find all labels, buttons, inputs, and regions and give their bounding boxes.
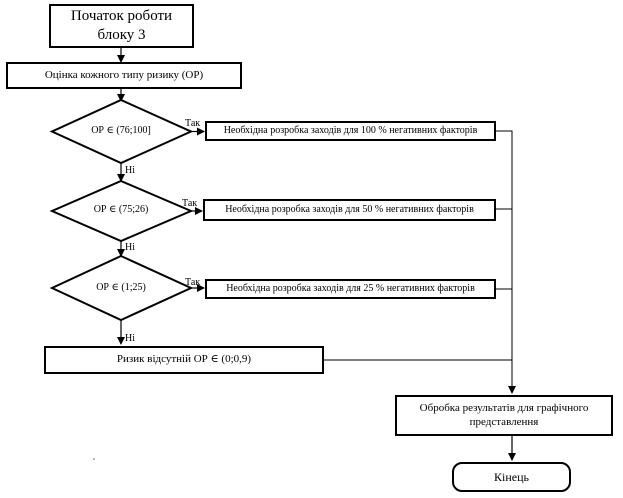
decision-diamond-1	[49, 98, 194, 165]
yes-label-3: Так	[185, 277, 201, 288]
process-line-1: Обробка результатів для графічного	[419, 401, 589, 414]
no-label-3: Ні	[125, 333, 135, 344]
process-line-2: представлення	[469, 415, 539, 428]
decision-diamond-3	[49, 254, 194, 322]
decision-condition-1: ОР ∈ (76;100]	[91, 125, 151, 136]
action-box-3: Необхідна розробка заходів для 25 % нега…	[205, 279, 496, 299]
decision-condition-3: ОР ∈ (1;25)	[96, 282, 146, 293]
end-label: Кінець	[494, 469, 529, 484]
action-box-1: Необхідна розробка заходів для 100 % нег…	[205, 121, 496, 141]
yes-label-1: Так	[185, 118, 201, 129]
stray-dot	[93, 458, 95, 460]
start-line-1: Початок роботи	[70, 8, 173, 25]
no-label-1: Ні	[125, 165, 135, 176]
no-risk-label: Ризик відсутній ОР ∈ (0;0,9)	[116, 353, 252, 366]
no-label-2: Ні	[125, 242, 135, 253]
connector-action1-collector	[496, 130, 516, 394]
start-line-2: блоку 3	[97, 27, 146, 43]
decision-diamond-2	[49, 179, 194, 243]
end-terminator: Кінець	[452, 462, 571, 492]
process-box: Обробка результатів для графічного предс…	[395, 395, 613, 436]
start-box: Початок роботи блоку 3	[49, 4, 194, 48]
no-risk-box: Ризик відсутній ОР ∈ (0;0,9)	[44, 346, 324, 374]
decision-condition-2: ОР ∈ (75;26)	[93, 204, 149, 215]
yes-label-2: Так	[182, 198, 198, 209]
action-box-2: Необхідна розробка заходів для 50 % нега…	[203, 199, 496, 221]
action-label-2: Необхідна розробка заходів для 50 % нега…	[225, 203, 474, 215]
assess-label: Оцінка кожного типу ризику (ОР)	[44, 68, 204, 81]
assess-box: Оцінка кожного типу ризику (ОР)	[6, 62, 242, 89]
action-label-1: Необхідна розробка заходів для 100 % нег…	[223, 124, 478, 136]
action-label-3: Необхідна розробка заходів для 25 % нега…	[226, 282, 475, 294]
